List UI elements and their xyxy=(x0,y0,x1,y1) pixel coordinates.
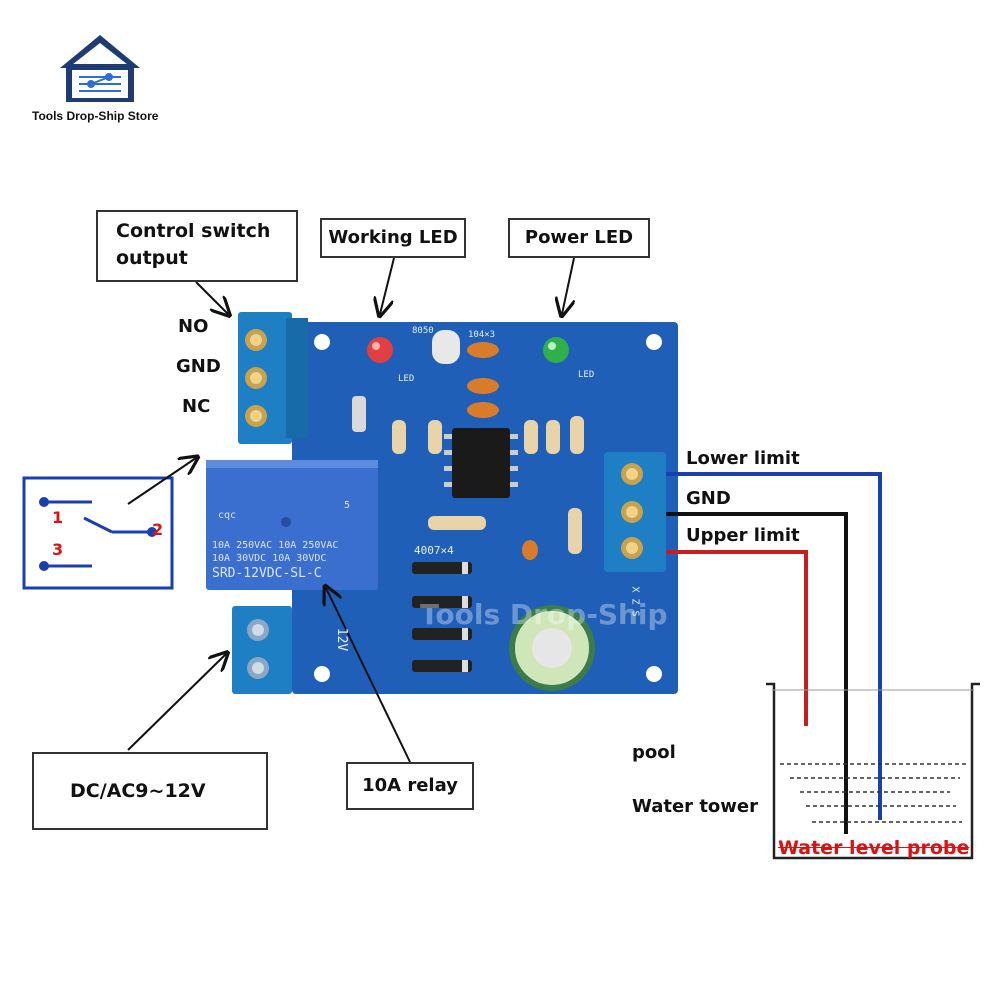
working-led-callout: Working LED xyxy=(320,218,466,258)
transistor xyxy=(432,330,460,364)
power-led-silkscreen: LED xyxy=(578,370,595,380)
water-tank xyxy=(766,682,980,860)
wire-gnd xyxy=(666,512,848,834)
switch-pin-3: 3 xyxy=(52,540,64,559)
control-switch-output-callout: Control switch output xyxy=(96,210,298,282)
power-supply-label: DC/AC9~12V xyxy=(70,780,206,802)
terminal-no-label: NO xyxy=(178,316,209,337)
working-led xyxy=(367,337,393,363)
switch-pin-2: 2 xyxy=(152,520,164,539)
upper-limit-label: Upper limit xyxy=(686,525,800,546)
callout-arrows xyxy=(127,257,574,763)
pcb-board xyxy=(292,322,678,694)
water-tower-label: Water tower xyxy=(632,796,758,817)
terminal-gnd-label: GND xyxy=(176,356,221,377)
diodes xyxy=(412,562,472,672)
store-logo xyxy=(55,30,145,110)
store-name: Tools Drop-Ship Store xyxy=(32,109,159,123)
power-terminal-block xyxy=(232,606,292,694)
relay-label: 10A relay xyxy=(362,775,458,796)
power-supply-callout: DC/AC9~12V xyxy=(32,752,268,830)
switch-pin-1: 1 xyxy=(52,508,64,527)
power-led-label: Power LED xyxy=(524,227,634,248)
pool-label: pool xyxy=(632,742,676,763)
resistors xyxy=(352,396,584,554)
transistor-silkscreen: 8050 xyxy=(412,326,434,336)
working-led-label: Working LED xyxy=(328,227,458,248)
power-led-callout: Power LED xyxy=(508,218,650,258)
voltage-silkscreen: 12V xyxy=(334,627,350,652)
output-terminal-block xyxy=(238,312,308,444)
lower-limit-label: Lower limit xyxy=(686,448,800,469)
switch-schematic xyxy=(22,476,174,590)
diode-silkscreen: 4007×4 xyxy=(414,544,454,557)
relay xyxy=(206,460,378,590)
relay-pin-number: 5 xyxy=(344,500,351,511)
probe-gnd-label: GND xyxy=(686,488,731,509)
wire-lower-limit xyxy=(666,472,882,820)
working-led-silkscreen: LED xyxy=(398,374,415,384)
wire-upper-limit xyxy=(666,550,808,726)
control-switch-output-label: Control switch output xyxy=(116,220,271,269)
relay-callout: 10A relay xyxy=(346,762,474,810)
terminal-nc-label: NC xyxy=(182,396,211,417)
relay-rating-1: 10A 250VAC 10A 250VAC xyxy=(212,540,339,551)
power-led xyxy=(543,337,569,363)
watermark: Tools Drop-Ship Store xyxy=(420,598,763,631)
relay-rating-2: 10A 30VDC 10A 30VDC xyxy=(212,553,327,564)
ic-chip xyxy=(444,428,518,498)
probe-terminal-block xyxy=(604,452,666,572)
cap-silkscreen: 104×3 xyxy=(468,330,496,340)
relay-model: SRD-12VDC-SL-C xyxy=(212,566,322,581)
relay-brand: cqc xyxy=(218,510,237,521)
electrolytic-capacitor xyxy=(509,605,595,691)
water-level-probe-label: Water level probe xyxy=(778,837,970,859)
capacitors xyxy=(467,342,538,560)
house-icon xyxy=(60,35,140,102)
